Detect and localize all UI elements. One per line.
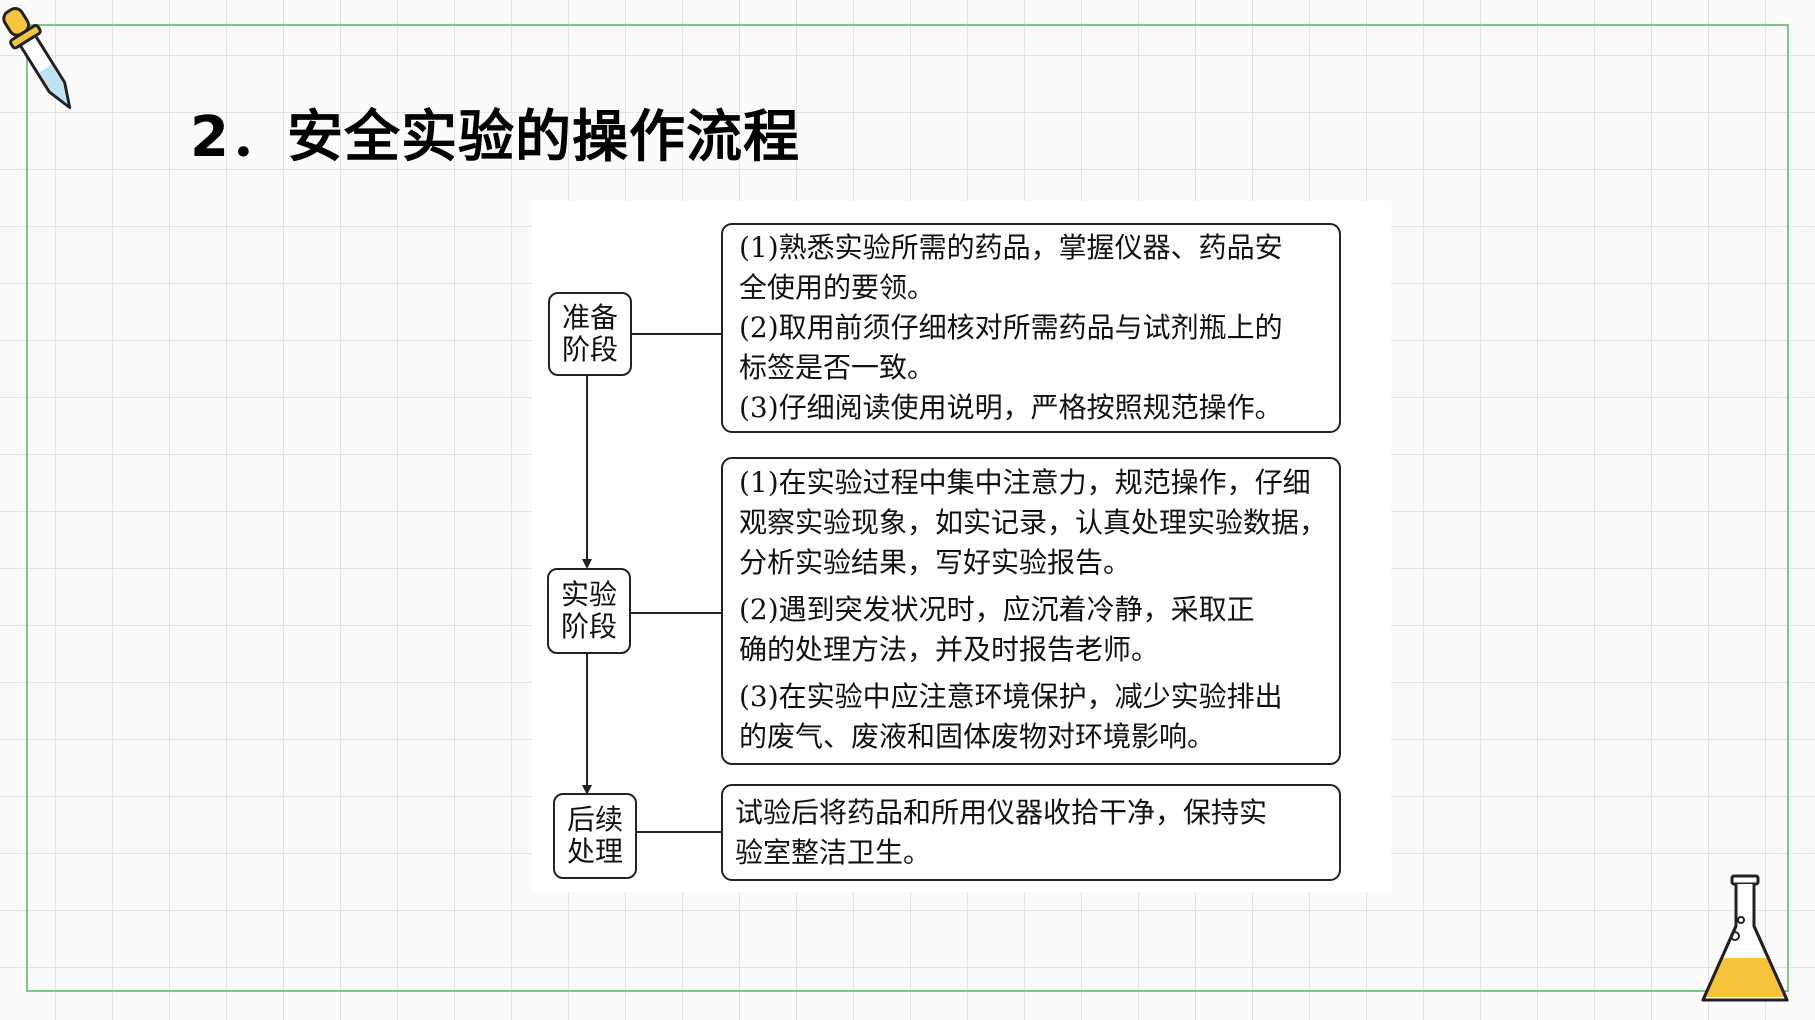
experiment-details-box: (1)在实验过程中集中注意力，规范操作，仔细 观察实验现象，如实记录，认真处理实… [721, 457, 1341, 765]
detail-line: (3)仔细阅读使用说明，严格按照规范操作。 [739, 391, 1283, 424]
detail-line: (2)取用前须仔细核对所需药品与试剂瓶上的 [739, 311, 1283, 344]
preparation-details-box: (1)熟悉实验所需的药品，掌握仪器、药品安 全使用的要领。 (2)取用前须仔细核… [721, 223, 1341, 433]
stage-label-line: 准备 [561, 301, 618, 334]
flow-diagram: 准备 阶段 实验 阶段 后续 处理 (1)熟悉实验所需的药品，掌握仪器、药品安 … [532, 201, 1391, 892]
page-title: 2．安全实验的操作流程 [190, 105, 800, 170]
detail-line: 试验后将药品和所用仪器收拾干净，保持实 [735, 796, 1268, 829]
stage-followup: 后续 处理 [553, 793, 637, 879]
detail-line: (1)在实验过程中集中注意力，规范操作，仔细 [739, 466, 1311, 499]
detail-line: 验室整洁卫生。 [735, 836, 932, 869]
detail-line: 标签是否一致。 [739, 351, 936, 384]
connector-lines [582, 333, 723, 833]
detail-line: (3)在实验中应注意环境保护，减少实验排出 [739, 680, 1283, 713]
detail-line: 确的处理方法，并及时报告老师。 [739, 633, 1160, 666]
detail-line: 观察实验现象，如实记录，认真处理实验数据， [739, 506, 1328, 539]
detail-item: (1)在实验过程中集中注意力，规范操作，仔细 观察实验现象，如实记录，认真处理实… [739, 463, 1329, 583]
stage-label-line: 实验 [560, 578, 617, 611]
stage-experiment: 实验 阶段 [547, 568, 631, 654]
detail-line: 的废气、废液和固体废物对环境影响。 [739, 720, 1216, 753]
stage-label-line: 处理 [566, 835, 623, 868]
flask-icon [1701, 874, 1789, 1002]
stage-label-line: 阶段 [561, 333, 618, 366]
detail-item: (2)遇到突发状况时，应沉着冷静，采取正 确的处理方法，并及时报告老师。 [739, 590, 1329, 670]
detail-line: 分析实验结果，写好实验报告。 [739, 546, 1132, 579]
detail-item: (3)在实验中应注意环境保护，减少实验排出 的废气、废液和固体废物对环境影响。 [739, 677, 1329, 757]
slide-frame [26, 24, 1789, 992]
detail-line: (1)熟悉实验所需的药品，掌握仪器、药品安 [739, 231, 1283, 264]
detail-line: (2)遇到突发状况时，应沉着冷静，采取正 [739, 593, 1255, 626]
stage-label-line: 阶段 [560, 610, 617, 643]
dropper-icon [2, 7, 72, 109]
detail-line: 全使用的要领。 [739, 271, 936, 304]
followup-details-box: 试验后将药品和所用仪器收拾干净，保持实 验室整洁卫生。 [721, 784, 1341, 881]
stage-label-line: 后续 [566, 803, 623, 836]
stage-preparation: 准备 阶段 [548, 292, 632, 376]
